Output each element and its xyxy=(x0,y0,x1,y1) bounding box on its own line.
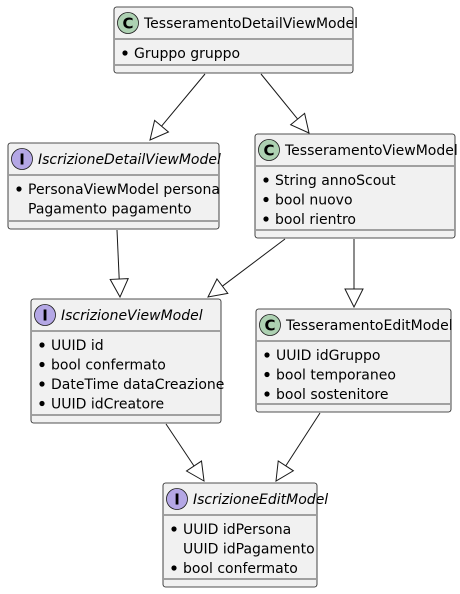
stereotype-letter: I xyxy=(174,491,180,509)
member-bullet-icon xyxy=(263,177,269,183)
generalization-arrowhead xyxy=(207,278,229,298)
class-stereotype-icon xyxy=(259,314,281,336)
interface-stereotype-icon xyxy=(11,148,33,170)
relation-iscrizione-view-to-iscrizione-edit xyxy=(165,423,205,482)
class-member: DateTime dataCreazione xyxy=(51,377,224,393)
relation-line xyxy=(161,73,206,127)
class-name: IscrizioneDetailViewModel xyxy=(38,152,221,168)
relation-tesseramento-view-to-tesseramento-edit xyxy=(344,239,364,309)
class-box-iscrizione-detail[interactable]: I IscrizioneDetailViewModelPersonaViewMod… xyxy=(7,142,221,230)
interface-stereotype-icon xyxy=(34,304,56,326)
class-member: Pagamento pagamento xyxy=(28,202,192,218)
class-name: IscrizioneViewModel xyxy=(61,308,203,324)
class-member: bool temporaneo xyxy=(276,368,396,384)
class-member: bool sostenitore xyxy=(276,387,389,403)
stereotype-letter: C xyxy=(264,317,275,335)
class-member: bool rientro xyxy=(275,212,356,228)
class-box-frame xyxy=(113,6,354,74)
class-member: UUID idGruppo xyxy=(276,348,380,364)
class-stereotype-icon xyxy=(258,139,280,161)
member-bullet-icon xyxy=(16,186,22,192)
class-member: Gruppo gruppo xyxy=(134,46,240,62)
class-member: bool nuovo xyxy=(275,193,353,209)
class-name: TesseramentoViewModel xyxy=(284,143,458,159)
member-bullet-icon xyxy=(263,216,269,222)
class-box-frame xyxy=(162,482,318,588)
member-bullet-icon xyxy=(39,400,45,407)
relation-tesseramento-detail-to-iscrizione-detail xyxy=(149,73,206,141)
generalization-arrowhead xyxy=(185,460,205,482)
relation-line xyxy=(165,423,195,467)
class-member: UUID idPagamento xyxy=(183,542,315,558)
generalization-arrowhead xyxy=(289,112,310,134)
relation-line xyxy=(116,229,120,280)
class-stereotype-icon xyxy=(117,12,139,34)
stereotype-letter: C xyxy=(122,15,133,33)
class-name: TesseramentoDetailViewModel xyxy=(143,16,358,32)
class-member: UUID idCreatore xyxy=(51,397,164,413)
class-box-frame xyxy=(254,133,456,239)
stereotype-letter: I xyxy=(19,151,25,169)
class-member: String annoScout xyxy=(275,173,396,189)
member-bullet-icon xyxy=(39,361,45,368)
class-member: UUID id xyxy=(51,338,104,354)
member-bullet-icon xyxy=(39,342,45,348)
member-bullet-icon xyxy=(263,196,269,203)
class-name: TesseramentoEditModel xyxy=(285,318,453,334)
relation-line xyxy=(260,73,299,120)
member-bullet-icon xyxy=(264,371,270,378)
class-box-frame xyxy=(255,308,452,413)
relations-layer xyxy=(109,73,364,482)
generalization-arrowhead xyxy=(344,288,364,309)
relation-tesseramento-detail-to-tesseramento-view xyxy=(260,73,310,134)
member-bullet-icon xyxy=(122,50,128,56)
class-member: UUID idPersona xyxy=(183,522,291,538)
class-box-frame xyxy=(30,298,222,424)
class-name: IscrizioneEditModel xyxy=(193,492,328,508)
generalization-arrowhead xyxy=(275,460,295,482)
class-member: bool confermato xyxy=(183,561,298,577)
relation-line xyxy=(285,412,321,467)
generalization-arrowhead xyxy=(109,278,129,299)
stereotype-letter: I xyxy=(42,307,48,325)
class-box-frame xyxy=(7,142,220,230)
member-bullet-icon xyxy=(264,391,270,397)
member-bullet-icon xyxy=(171,565,177,571)
member-bullet-icon xyxy=(171,526,177,532)
relation-iscrizione-detail-to-iscrizione-view xyxy=(109,229,129,299)
class-member: bool confermato xyxy=(51,358,166,374)
relation-tesseramento-edit-to-iscrizione-edit xyxy=(275,412,321,482)
member-bullet-icon xyxy=(264,352,270,358)
relation-line xyxy=(222,238,286,287)
generalization-arrowhead xyxy=(149,119,170,141)
stereotype-letter: C xyxy=(263,142,274,160)
class-member: PersonaViewModel persona xyxy=(28,182,220,198)
relation-tesseramento-view-to-iscrizione-view xyxy=(207,238,286,298)
member-bullet-icon xyxy=(39,381,45,387)
interface-stereotype-icon xyxy=(166,488,188,510)
